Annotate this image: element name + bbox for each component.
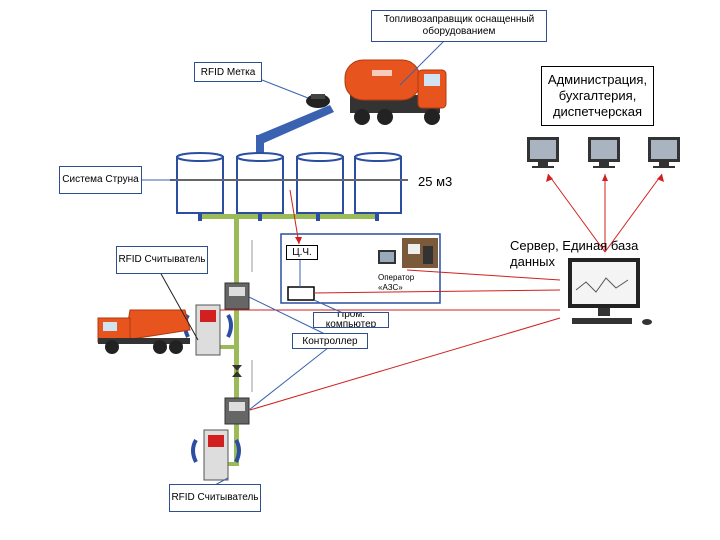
rfid-reader-bottom-callout — [214, 477, 229, 486]
admin-monitor-2 — [588, 137, 620, 168]
valve-icon — [232, 365, 242, 377]
tank-1 — [170, 152, 230, 214]
industrial-pc-label: Пром. компьютер — [325, 312, 377, 328]
fuel-dispenser-bottom — [191, 429, 241, 481]
operator-label: Оператор «АЗС» — [378, 273, 415, 292]
rfid-reader-bottom-label-box: RFID Считыватель — [169, 484, 261, 512]
fuel-dispenser-top — [183, 304, 233, 356]
tank-4 — [348, 152, 408, 214]
rfid-reader-top-label: RFID Считыватель — [118, 254, 206, 265]
industrial-pc-label-box: Пром. компьютер — [313, 312, 389, 328]
admin-monitor-1 — [527, 137, 559, 168]
rfid-reader-bottom-label: RFID Считыватель — [171, 492, 259, 503]
tanker-callout-line — [399, 39, 446, 86]
server-computer — [568, 258, 652, 325]
rfid-tag-label-box: RFID Метка — [194, 62, 262, 82]
string-system-label-box: Система Струна — [59, 166, 142, 194]
cch-label-box: Ц.Ч. — [286, 245, 318, 260]
rfid-reader-top-label-box: RFID Считыватель — [116, 246, 208, 274]
fuel-tanker-truck — [344, 59, 447, 125]
tank-2 — [230, 152, 290, 214]
controller-label: Контроллер — [302, 335, 358, 347]
tank-volume-label: 25 м3 — [418, 174, 453, 189]
controller-label-box: Контроллер — [292, 333, 368, 349]
server-label: Сервер, Единая база данных — [510, 238, 639, 269]
dump-truck — [97, 309, 191, 354]
tank-3 — [290, 152, 350, 214]
admin-label-box: Администрация, бухгалтерия, диспетчерска… — [541, 66, 654, 126]
fill-pipe — [258, 105, 334, 143]
operator-monitor-icon — [378, 250, 396, 264]
admin-label: Администрация, бухгалтерия, диспетчерска… — [547, 72, 648, 119]
blue-data-links — [248, 258, 346, 411]
tanker-label: Топливозаправщик оснащенный оборудование… — [383, 14, 535, 37]
rfid-tag-callout-line — [261, 79, 309, 99]
controller-top — [224, 282, 250, 310]
rfid-tag-label: RFID Метка — [200, 66, 256, 78]
operator-station-frame — [280, 233, 441, 304]
string-system-label: Система Струна — [62, 174, 139, 185]
rfid-reader-top-callout — [159, 271, 199, 341]
cch-label: Ц.Ч. — [292, 247, 312, 258]
operator-photo — [402, 238, 438, 268]
rfid-tag-device — [306, 94, 330, 108]
tanker-label-box: Топливозаправщик оснащенный оборудование… — [371, 10, 547, 42]
controller-bottom — [224, 397, 250, 425]
admin-monitor-3 — [648, 137, 680, 168]
red-arrowheads — [295, 174, 664, 244]
industrial-pc-box — [287, 286, 315, 301]
